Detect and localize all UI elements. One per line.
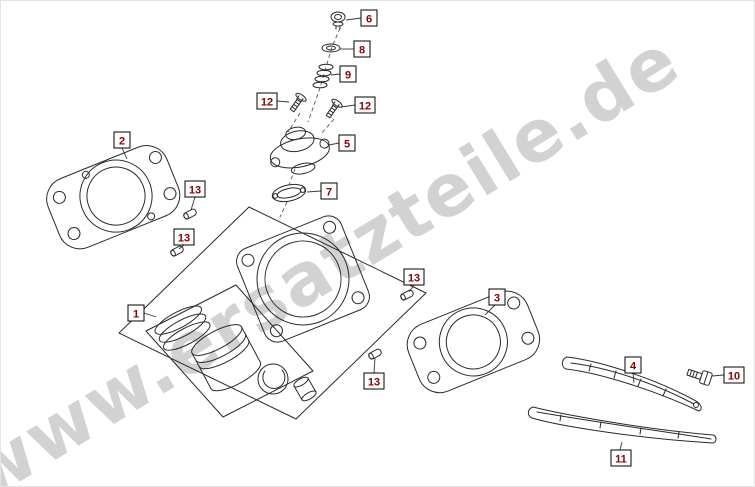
callout-10-box bbox=[723, 366, 745, 384]
dowel-pin-drawing bbox=[368, 348, 382, 360]
callout-3[interactable]: 3 bbox=[488, 288, 506, 306]
callout-9[interactable]: 9 bbox=[339, 65, 357, 83]
screw-left-drawing bbox=[289, 92, 307, 113]
callout-13-c[interactable]: 13 bbox=[403, 268, 425, 286]
callout-5-box bbox=[338, 134, 356, 152]
callout-5[interactable]: 5 bbox=[338, 134, 356, 152]
leader-lines bbox=[121, 17, 725, 451]
callout-13-a-label: 13 bbox=[189, 185, 201, 197]
dowel-pin-drawing bbox=[183, 208, 197, 220]
callout-6-label: 6 bbox=[366, 14, 372, 26]
callout-2-box bbox=[113, 131, 131, 149]
callout-12-left-label: 12 bbox=[261, 97, 273, 109]
spring-drawing bbox=[312, 63, 334, 89]
piston-rings-drawing bbox=[154, 305, 211, 351]
callout-13-b[interactable]: 13 bbox=[173, 228, 195, 246]
bolt-right-drawing bbox=[686, 368, 713, 386]
callout-11-label: 11 bbox=[615, 454, 627, 466]
callout-4[interactable]: 4 bbox=[624, 356, 642, 374]
assembly-axis-dashed-lines bbox=[279, 27, 341, 218]
piston-drawing bbox=[191, 324, 262, 392]
callout-7-box bbox=[320, 182, 338, 200]
callout-13-d-box bbox=[363, 372, 385, 390]
callout-10[interactable]: 10 bbox=[723, 366, 745, 384]
callout-13-a-box bbox=[184, 180, 206, 198]
tensioner-drawing bbox=[269, 126, 330, 175]
callout-13-c-label: 13 bbox=[408, 273, 420, 285]
callout-3-box bbox=[488, 288, 506, 306]
callout-9-box bbox=[339, 65, 357, 83]
callout-7-label: 7 bbox=[326, 187, 332, 199]
dowel-pin-drawing bbox=[400, 289, 414, 301]
cylinder-assembly-box-outline bbox=[118, 206, 427, 420]
callout-13-b-label: 13 bbox=[178, 233, 190, 245]
chain-guide-lower-drawing bbox=[527, 406, 717, 444]
callout-1-box bbox=[127, 304, 145, 322]
callout-4-label: 4 bbox=[630, 361, 637, 373]
cylinder-block-drawing bbox=[236, 215, 370, 343]
callout-8-label: 8 bbox=[359, 45, 365, 57]
callout-11[interactable]: 11 bbox=[610, 449, 632, 467]
callout-2[interactable]: 2 bbox=[113, 131, 131, 149]
callout-12-left[interactable]: 12 bbox=[256, 92, 278, 110]
callout-5-label: 5 bbox=[344, 139, 350, 151]
callout-6[interactable]: 6 bbox=[360, 9, 378, 27]
circlip-drawing bbox=[257, 363, 289, 395]
callout-13-b-box bbox=[173, 228, 195, 246]
callout-10-label: 10 bbox=[728, 371, 740, 383]
callout-9-label: 9 bbox=[345, 70, 351, 82]
callout-12-left-box bbox=[256, 92, 278, 110]
callout-12-right-box bbox=[354, 96, 376, 114]
callout-7[interactable]: 7 bbox=[320, 182, 338, 200]
callout-12-right[interactable]: 12 bbox=[354, 96, 376, 114]
callout-2-label: 2 bbox=[119, 136, 125, 148]
callout-12-right-label: 12 bbox=[359, 101, 371, 113]
dowel-pin-drawing bbox=[170, 245, 184, 257]
tensioner-gasket-drawing bbox=[271, 183, 307, 203]
callout-11-box bbox=[610, 449, 632, 467]
callout-13-d-label: 13 bbox=[368, 377, 380, 389]
callout-13-d[interactable]: 13 bbox=[363, 372, 385, 390]
callout-13-a[interactable]: 13 bbox=[184, 180, 206, 198]
callout-3-label: 3 bbox=[494, 293, 500, 305]
callout-1-label: 1 bbox=[133, 309, 139, 321]
callout-6-box bbox=[360, 9, 378, 27]
base-gasket-right-drawing bbox=[406, 290, 541, 394]
callout-13-c-box bbox=[403, 268, 425, 286]
washer-drawing bbox=[321, 43, 341, 53]
chain-guide-upper-drawing bbox=[561, 356, 702, 412]
callout-8-box bbox=[353, 40, 371, 58]
callout-1[interactable]: 1 bbox=[127, 304, 145, 322]
screw-right-drawing bbox=[325, 98, 343, 119]
piston-pin-drawing bbox=[293, 376, 317, 402]
callout-8[interactable]: 8 bbox=[353, 40, 371, 58]
head-gasket-left-drawing bbox=[46, 145, 181, 250]
callout-4-box bbox=[624, 356, 642, 374]
flange-bolt-drawing bbox=[330, 11, 346, 30]
